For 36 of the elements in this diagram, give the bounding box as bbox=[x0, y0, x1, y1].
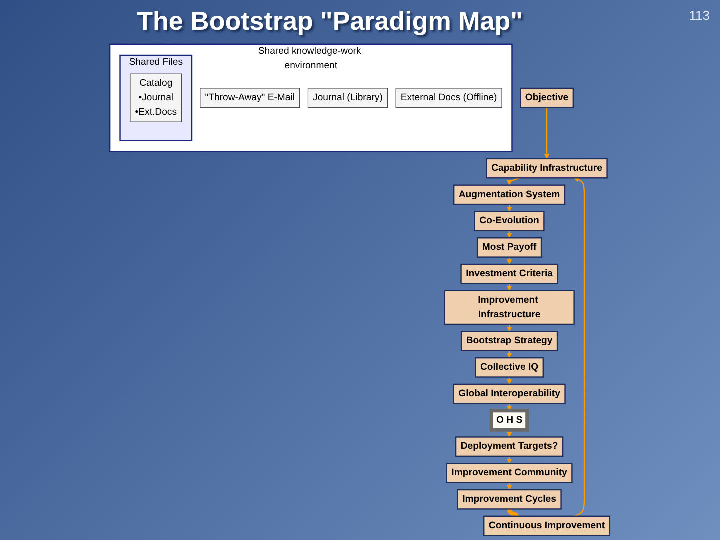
arrow bbox=[506, 204, 512, 212]
arrow bbox=[507, 508, 520, 518]
node-box: Most Payoff bbox=[476, 238, 542, 258]
slide-title: The Bootstrap "Paradigm Map" bbox=[136, 6, 524, 37]
page-number: 113 bbox=[689, 8, 710, 23]
arrow bbox=[544, 108, 550, 160]
node-box: External Docs (Offline) bbox=[396, 88, 502, 108]
arrow bbox=[506, 430, 512, 438]
node-box: Collective IQ bbox=[475, 357, 544, 378]
node-box: Deployment Targets? bbox=[455, 436, 564, 458]
arrow bbox=[506, 284, 512, 292]
node-box: Co-Evolution bbox=[474, 211, 545, 232]
node-box: Objective bbox=[520, 88, 574, 108]
arrow bbox=[506, 324, 512, 332]
arrow bbox=[506, 482, 512, 490]
node-box: Bootstrap Strategy bbox=[460, 331, 558, 352]
node-box: Augmentation System bbox=[453, 184, 566, 206]
arrow bbox=[506, 257, 512, 265]
arrow bbox=[506, 350, 512, 358]
arrow bbox=[506, 404, 512, 412]
arrow bbox=[506, 178, 520, 186]
node-box: Capability Infrastructure bbox=[486, 158, 608, 179]
node-box: Catalog •Journal •Ext.Docs bbox=[130, 74, 182, 122]
node-box: Journal (Library) bbox=[308, 88, 388, 108]
arrow bbox=[506, 230, 512, 238]
node-box: Continuous Improvement bbox=[484, 516, 611, 536]
node-box: O H S bbox=[490, 409, 530, 432]
node-box: "Throw-Away" E-Mail bbox=[200, 88, 300, 108]
arrow bbox=[506, 456, 512, 464]
node-box: Improvement Community bbox=[446, 463, 573, 484]
arrow bbox=[506, 377, 512, 385]
node-box: Global Interoperability bbox=[453, 384, 566, 404]
arrow bbox=[574, 177, 586, 517]
node-box: Improvement Infrastructure bbox=[444, 290, 575, 326]
node-box: Improvement Cycles bbox=[457, 489, 562, 510]
node-box: Investment Criteria bbox=[460, 264, 558, 284]
